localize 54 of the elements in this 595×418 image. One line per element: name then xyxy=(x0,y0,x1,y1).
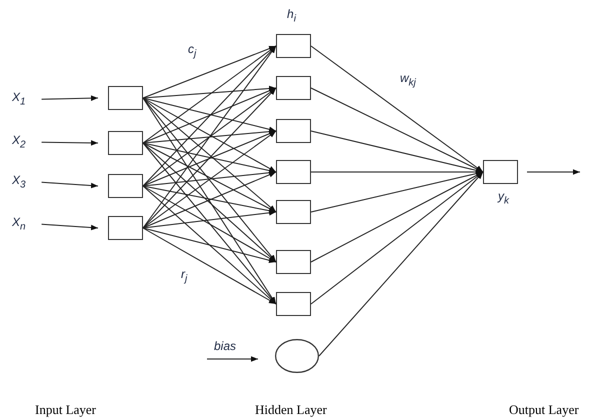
arrow xyxy=(142,86,276,98)
neuron-box xyxy=(276,292,311,316)
arrow xyxy=(142,128,276,144)
arrow xyxy=(310,46,484,172)
neuron-box xyxy=(276,34,311,58)
neuron-box xyxy=(276,200,311,224)
arrow xyxy=(41,95,98,101)
arrow xyxy=(142,98,276,304)
neuron-box xyxy=(108,131,143,155)
input-label: X$_{3}$ xyxy=(12,174,26,190)
neuron-box xyxy=(108,86,143,110)
arrow xyxy=(318,172,484,356)
arrow xyxy=(142,98,276,212)
arrow xyxy=(142,98,276,262)
layer-title: Hidden Layer xyxy=(255,403,327,416)
arrow xyxy=(142,142,276,304)
layer-title: Output Layer xyxy=(509,403,579,416)
neuron-box xyxy=(276,250,311,274)
arrow xyxy=(206,356,258,362)
arrow xyxy=(142,228,276,304)
arrow xyxy=(142,228,276,263)
arrow xyxy=(142,88,276,228)
neuron-box xyxy=(276,160,311,184)
neuron-box xyxy=(276,76,311,100)
bias-node-circle xyxy=(275,339,319,373)
neuron-box xyxy=(108,174,143,198)
neuron-box xyxy=(276,119,311,143)
arrow xyxy=(41,224,98,230)
arrow xyxy=(41,140,98,146)
arrow xyxy=(142,46,276,98)
weight-label: c$_{j}$ xyxy=(188,43,196,60)
neuron-box xyxy=(483,160,518,184)
weight-label: r$_{j}$ xyxy=(181,268,188,284)
neuron-box xyxy=(108,216,143,240)
input-label: X$_{2}$ xyxy=(12,134,26,150)
arrow xyxy=(41,182,98,188)
arrow xyxy=(142,98,276,132)
arrow xyxy=(142,46,276,228)
input-label: X$_{1}$ xyxy=(12,91,26,108)
weight-label: w$_{kj}$ xyxy=(400,72,416,88)
arrow xyxy=(142,130,276,228)
node-caption: y$_{k}$ xyxy=(498,190,509,206)
layer-title: Input Layer xyxy=(35,403,96,416)
input-label: X$_{n}$ xyxy=(12,216,26,232)
arrow xyxy=(142,46,276,186)
arrow xyxy=(142,172,276,228)
arrow xyxy=(142,210,276,228)
arrow xyxy=(142,46,276,144)
arrow xyxy=(142,186,276,262)
arrow xyxy=(526,169,580,175)
arrow xyxy=(142,186,276,304)
node-caption: h$_{i}$ xyxy=(287,8,296,24)
edge-label: bias xyxy=(214,340,236,352)
arrow xyxy=(142,98,276,172)
